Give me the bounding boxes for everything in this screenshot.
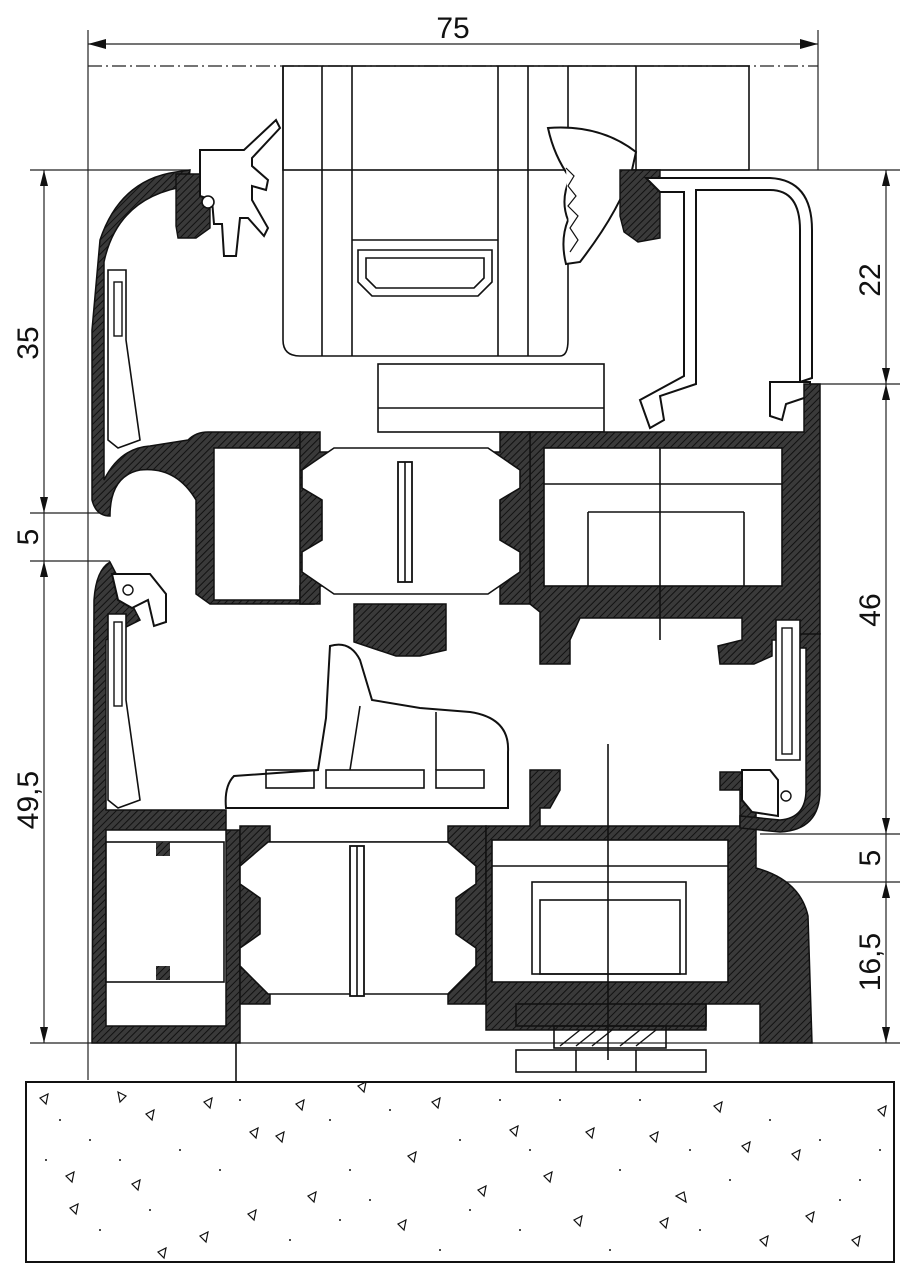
frame-lower-left-box bbox=[105, 841, 225, 983]
dimension-label-left-lower: 49,5 bbox=[12, 771, 45, 829]
concrete-speckle bbox=[45, 1099, 881, 1251]
concrete-aggregate bbox=[38, 1080, 887, 1260]
frame-lower-right bbox=[485, 744, 813, 1060]
dimension-label-left-upper: 35 bbox=[12, 326, 45, 359]
frame-upper-chamber bbox=[529, 383, 821, 665]
gasket-top-left bbox=[175, 118, 282, 257]
dimension-right-chain: 22 46 5 16,5 bbox=[640, 169, 900, 1043]
thermal-break-upper bbox=[299, 431, 531, 605]
bottom-drain-profile bbox=[515, 1003, 707, 1073]
dimension-label-top: 75 bbox=[436, 12, 469, 45]
dimension-label-left-gap: 5 bbox=[12, 529, 45, 546]
concrete-slab bbox=[25, 1080, 895, 1263]
glazing-unit bbox=[282, 65, 750, 433]
thermal-break-lower bbox=[239, 825, 487, 1005]
dimension-label-right-gap: 5 bbox=[854, 850, 887, 867]
dimension-label-right-top: 22 bbox=[854, 263, 887, 296]
frame-outer-right bbox=[739, 619, 821, 833]
gasket-bottom-center bbox=[224, 603, 510, 809]
dimension-label-right-bottom: 16,5 bbox=[854, 933, 887, 991]
sash-profile-left-lower bbox=[91, 560, 241, 1044]
dimension-label-right-middle: 46 bbox=[854, 593, 887, 626]
gasket-top-right bbox=[546, 126, 638, 266]
sash-profile-left bbox=[91, 169, 315, 605]
glazing-bead-right bbox=[619, 169, 813, 430]
